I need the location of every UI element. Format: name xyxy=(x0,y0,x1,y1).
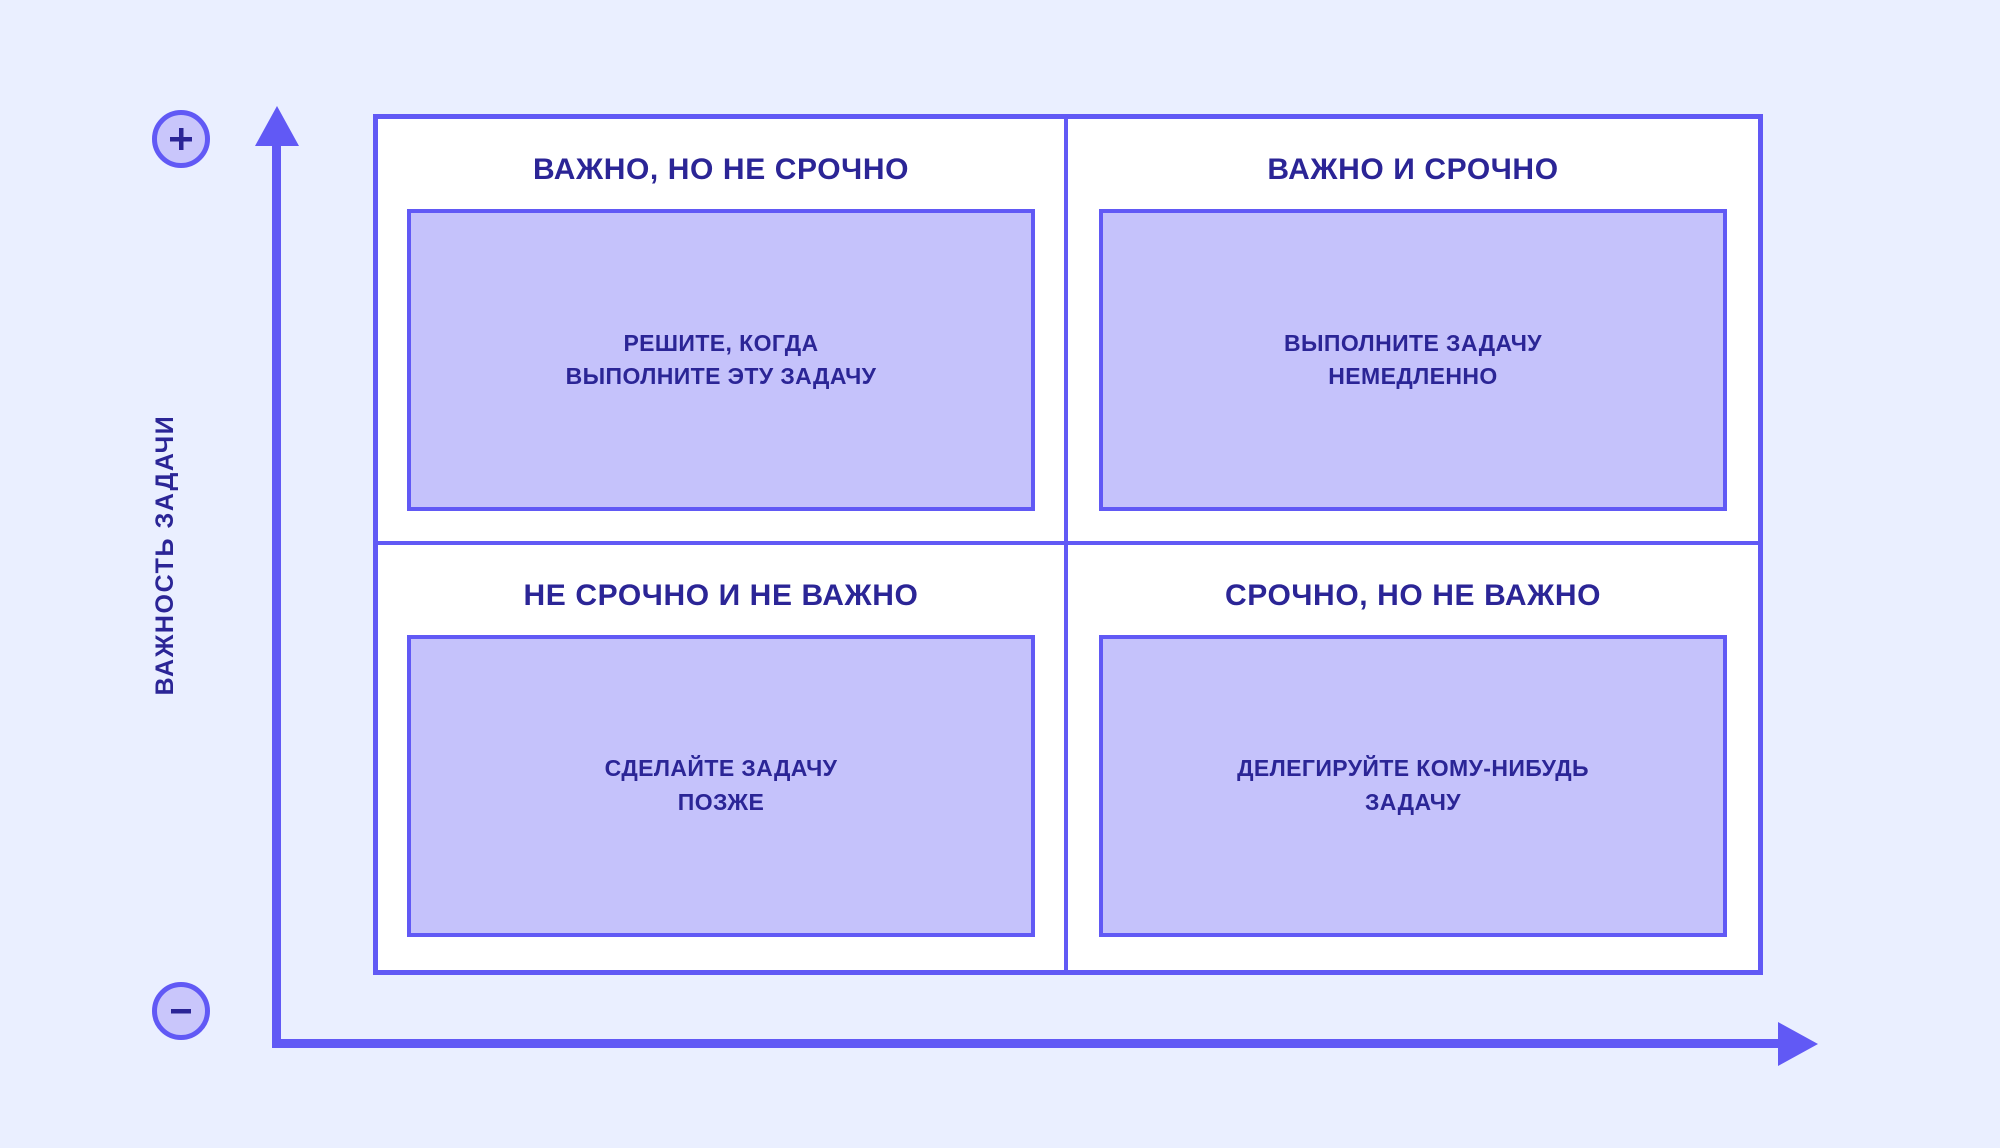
quadrant-title: ВАЖНО, НО НЕ СРОЧНО xyxy=(532,153,910,186)
minus-badge xyxy=(152,982,210,1040)
minus-icon xyxy=(166,996,196,1026)
arrow-up-icon xyxy=(255,106,299,146)
matrix-grid: ВАЖНО, НО НЕ СРОЧНО РЕШИТЕ, КОГДА ВЫПОЛН… xyxy=(373,114,1763,975)
quadrant-action-card: ДЕЛЕГИРУЙТЕ КОМУ-НИБУДЬ ЗАДАЧУ xyxy=(1099,634,1727,937)
quadrant-title: СРОЧНО, НО НЕ ВАЖНО xyxy=(1224,578,1602,612)
quadrant-not-urgent-not-important[interactable]: НЕ СРОЧНО И НЕ ВАЖНО СДЕЛАЙТЕ ЗАДАЧУ ПОЗ… xyxy=(378,544,1068,970)
quadrant-action-text: РЕШИТЕ, КОГДА ВЫПОЛНИТЕ ЭТУ ЗАДАЧУ xyxy=(565,329,877,389)
quadrant-title: НЕ СРОЧНО И НЕ ВАЖНО xyxy=(523,578,919,612)
x-axis-line xyxy=(272,1039,1782,1048)
plus-icon xyxy=(166,124,196,154)
quadrant-action-card: СДЕЛАЙТЕ ЗАДАЧУ ПОЗЖЕ xyxy=(407,634,1035,937)
y-axis-label: ВАЖНОСТЬ ЗАДАЧИ xyxy=(151,414,179,696)
quadrant-action-text: СДЕЛАЙТЕ ЗАДАЧУ ПОЗЖЕ xyxy=(604,755,838,815)
quadrant-important-and-urgent[interactable]: ВАЖНО И СРОЧНО ВЫПОЛНИТЕ ЗАДАЧУ НЕМЕДЛЕН… xyxy=(1068,119,1758,545)
quadrant-action-text: ДЕЛЕГИРУЙТЕ КОМУ-НИБУДЬ ЗАДАЧУ xyxy=(1237,755,1589,815)
quadrant-action-text: ВЫПОЛНИТЕ ЗАДАЧУ НЕМЕДЛЕННО xyxy=(1283,329,1543,389)
quadrant-important-not-urgent[interactable]: ВАЖНО, НО НЕ СРОЧНО РЕШИТЕ, КОГДА ВЫПОЛН… xyxy=(378,119,1068,545)
quadrant-action-card: РЕШИТЕ, КОГДА ВЫПОЛНИТЕ ЭТУ ЗАДАЧУ xyxy=(407,209,1035,511)
quadrant-urgent-not-important[interactable]: СРОЧНО, НО НЕ ВАЖНО ДЕЛЕГИРУЙТЕ КОМУ-НИБ… xyxy=(1068,544,1758,970)
arrow-right-icon xyxy=(1778,1022,1818,1066)
quadrant-action-card: ВЫПОЛНИТЕ ЗАДАЧУ НЕМЕДЛЕННО xyxy=(1099,209,1727,511)
y-axis-line xyxy=(272,140,281,1048)
quadrant-title: ВАЖНО И СРОЧНО xyxy=(1267,153,1559,186)
plus-badge xyxy=(152,110,210,168)
